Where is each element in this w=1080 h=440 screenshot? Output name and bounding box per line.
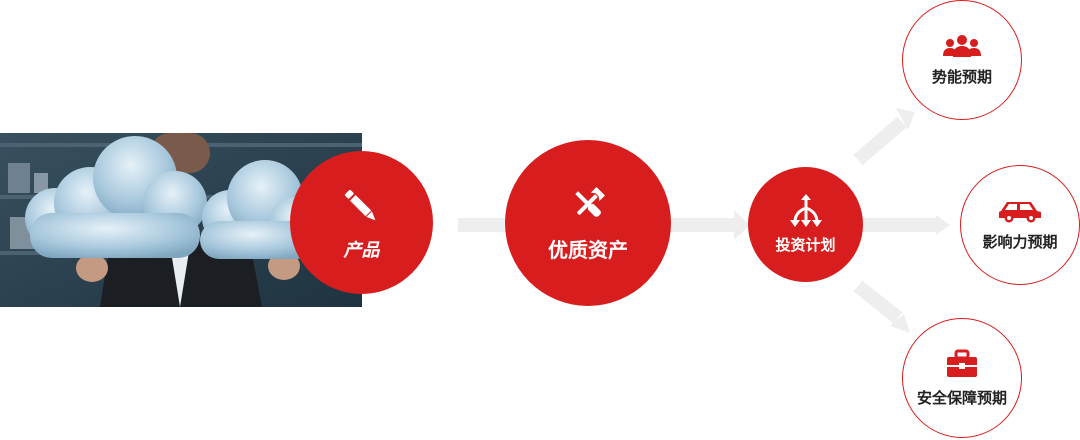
node-investment-plan-label: 投资计划 <box>775 236 836 254</box>
node-quality-assets-label: 优质资产 <box>548 237 628 262</box>
arrow-to-safety <box>853 280 903 324</box>
outcome-safety-label: 安全保障预期 <box>916 388 1007 407</box>
node-quality-assets: 优质资产 <box>505 140 671 306</box>
arrow-head-2 <box>734 210 750 240</box>
outcome-safety: 安全保障预期 <box>902 318 1022 438</box>
node-product-label: 产品 <box>343 239 380 261</box>
tools-icon <box>575 186 605 217</box>
car-icon <box>999 201 1041 222</box>
outcome-influence-label: 影响力预期 <box>982 232 1058 251</box>
outcome-momentum: 势能预期 <box>902 0 1022 120</box>
arrow-head-3 <box>896 108 915 130</box>
arrow-head-5 <box>890 314 910 333</box>
node-investment-plan: 投资计划 <box>748 167 863 282</box>
arrow-to-momentum <box>853 116 907 166</box>
arrow-assets-to-plan <box>668 218 734 232</box>
pencil-icon <box>344 189 375 220</box>
arrow-head-4 <box>936 215 950 235</box>
branch-arrows-icon <box>789 194 822 227</box>
arrow-product-to-assets <box>458 218 514 232</box>
toolbox-icon <box>947 349 977 377</box>
outcome-influence: 影响力预期 <box>960 165 1080 285</box>
people-icon <box>943 34 981 57</box>
outcome-momentum-label: 势能预期 <box>931 67 992 86</box>
node-product: 产品 <box>290 151 433 294</box>
